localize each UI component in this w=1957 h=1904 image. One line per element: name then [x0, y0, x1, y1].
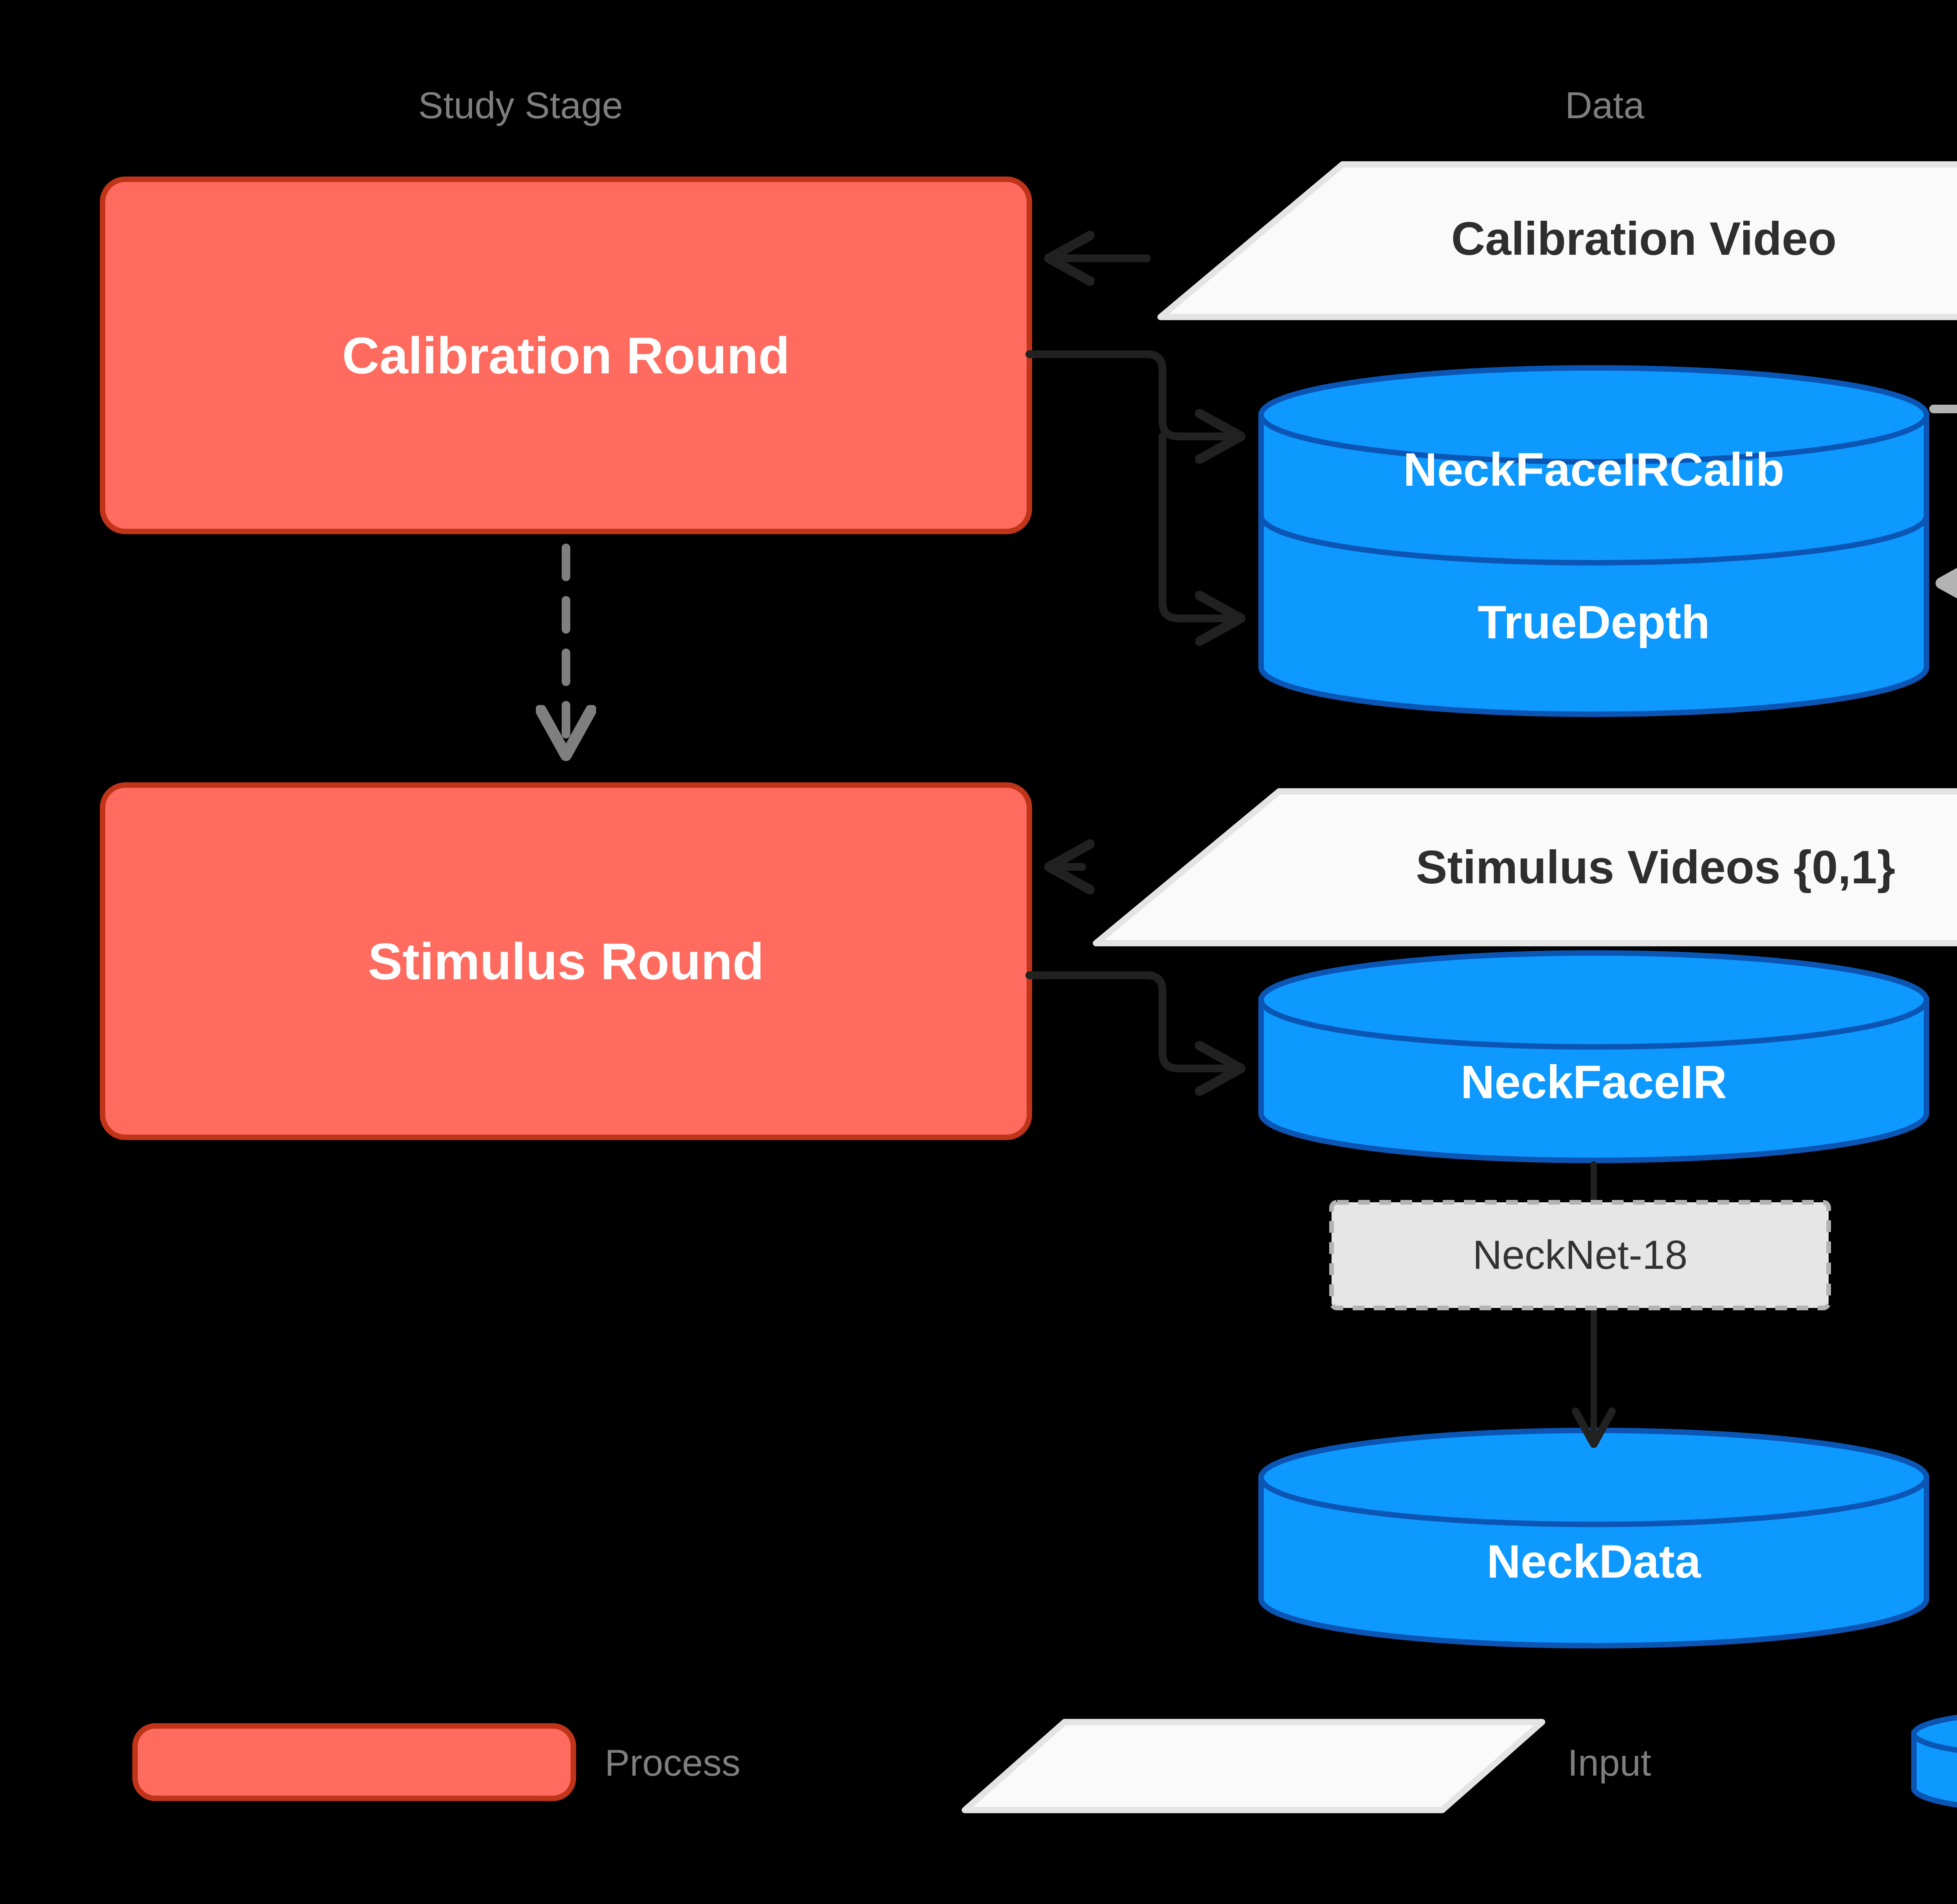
- node-calibration-video[interactable]: [1157, 161, 1957, 320]
- node-stimulus-videos[interactable]: [1093, 788, 1957, 946]
- node-neckfaceir-top[interactable]: [1258, 950, 1929, 1050]
- legend-swatch-data-body: [1911, 1731, 1957, 1808]
- legend-label-input: Input: [1568, 1742, 1651, 1784]
- arrow-calibration-round-to-neckfaceircalib: [1025, 350, 1241, 436]
- node-truedepth-body[interactable]: [1258, 512, 1929, 717]
- legend-swatch-process: [132, 1723, 576, 1801]
- column-header-study-stage: Study Stage: [418, 85, 623, 126]
- column-header-data: Data: [1565, 85, 1645, 126]
- node-necknet18[interactable]: [1329, 1200, 1831, 1310]
- node-neckfaceircalib-top[interactable]: [1258, 365, 1929, 465]
- legend-swatch-input: [962, 1719, 1545, 1813]
- legend-swatch-data-top: [1911, 1715, 1957, 1753]
- node-calibration-round[interactable]: [100, 177, 1032, 534]
- legend-label-process: Process: [605, 1742, 741, 1784]
- arrow-calibration-round-to-truedepth: [1159, 432, 1241, 618]
- arrow-stimulus-round-to-neckfaceir: [1025, 971, 1241, 1068]
- node-stimulus-round[interactable]: [100, 782, 1032, 1140]
